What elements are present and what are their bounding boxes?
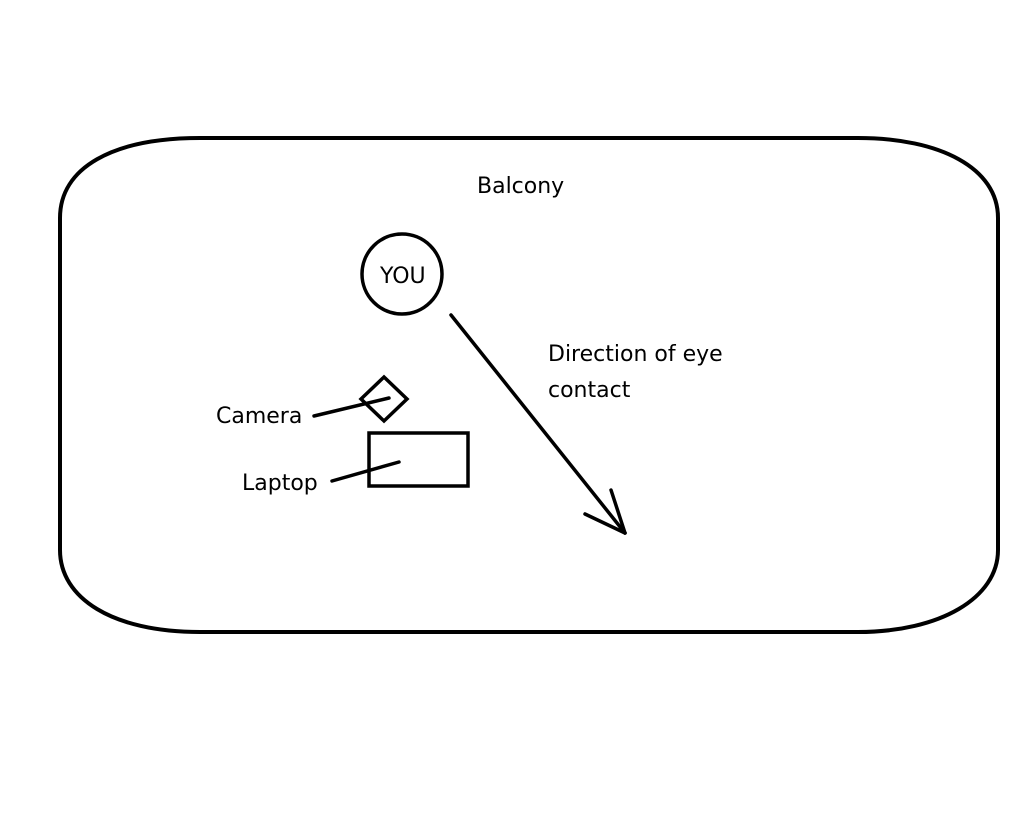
eye-contact-label-line1: Direction of eye [548, 342, 723, 367]
laptop-pointer-line [330, 460, 401, 483]
eye-contact-arrow-shaft [449, 313, 627, 535]
balcony-outline [58, 136, 1000, 634]
person-label: YOU [379, 264, 426, 289]
camera-label: Camera [216, 404, 302, 429]
person-circle [360, 232, 444, 316]
laptop-icon [367, 431, 470, 488]
laptop-label: Laptop [242, 471, 318, 496]
eye-contact-arrow-head-left [583, 512, 627, 535]
balcony-label: Balcony [477, 174, 564, 199]
camera-pointer-line [312, 396, 391, 418]
camera-icon [358, 374, 410, 424]
eye-contact-arrow-head-right [609, 488, 627, 535]
eye-contact-label-line2: contact [548, 378, 631, 403]
